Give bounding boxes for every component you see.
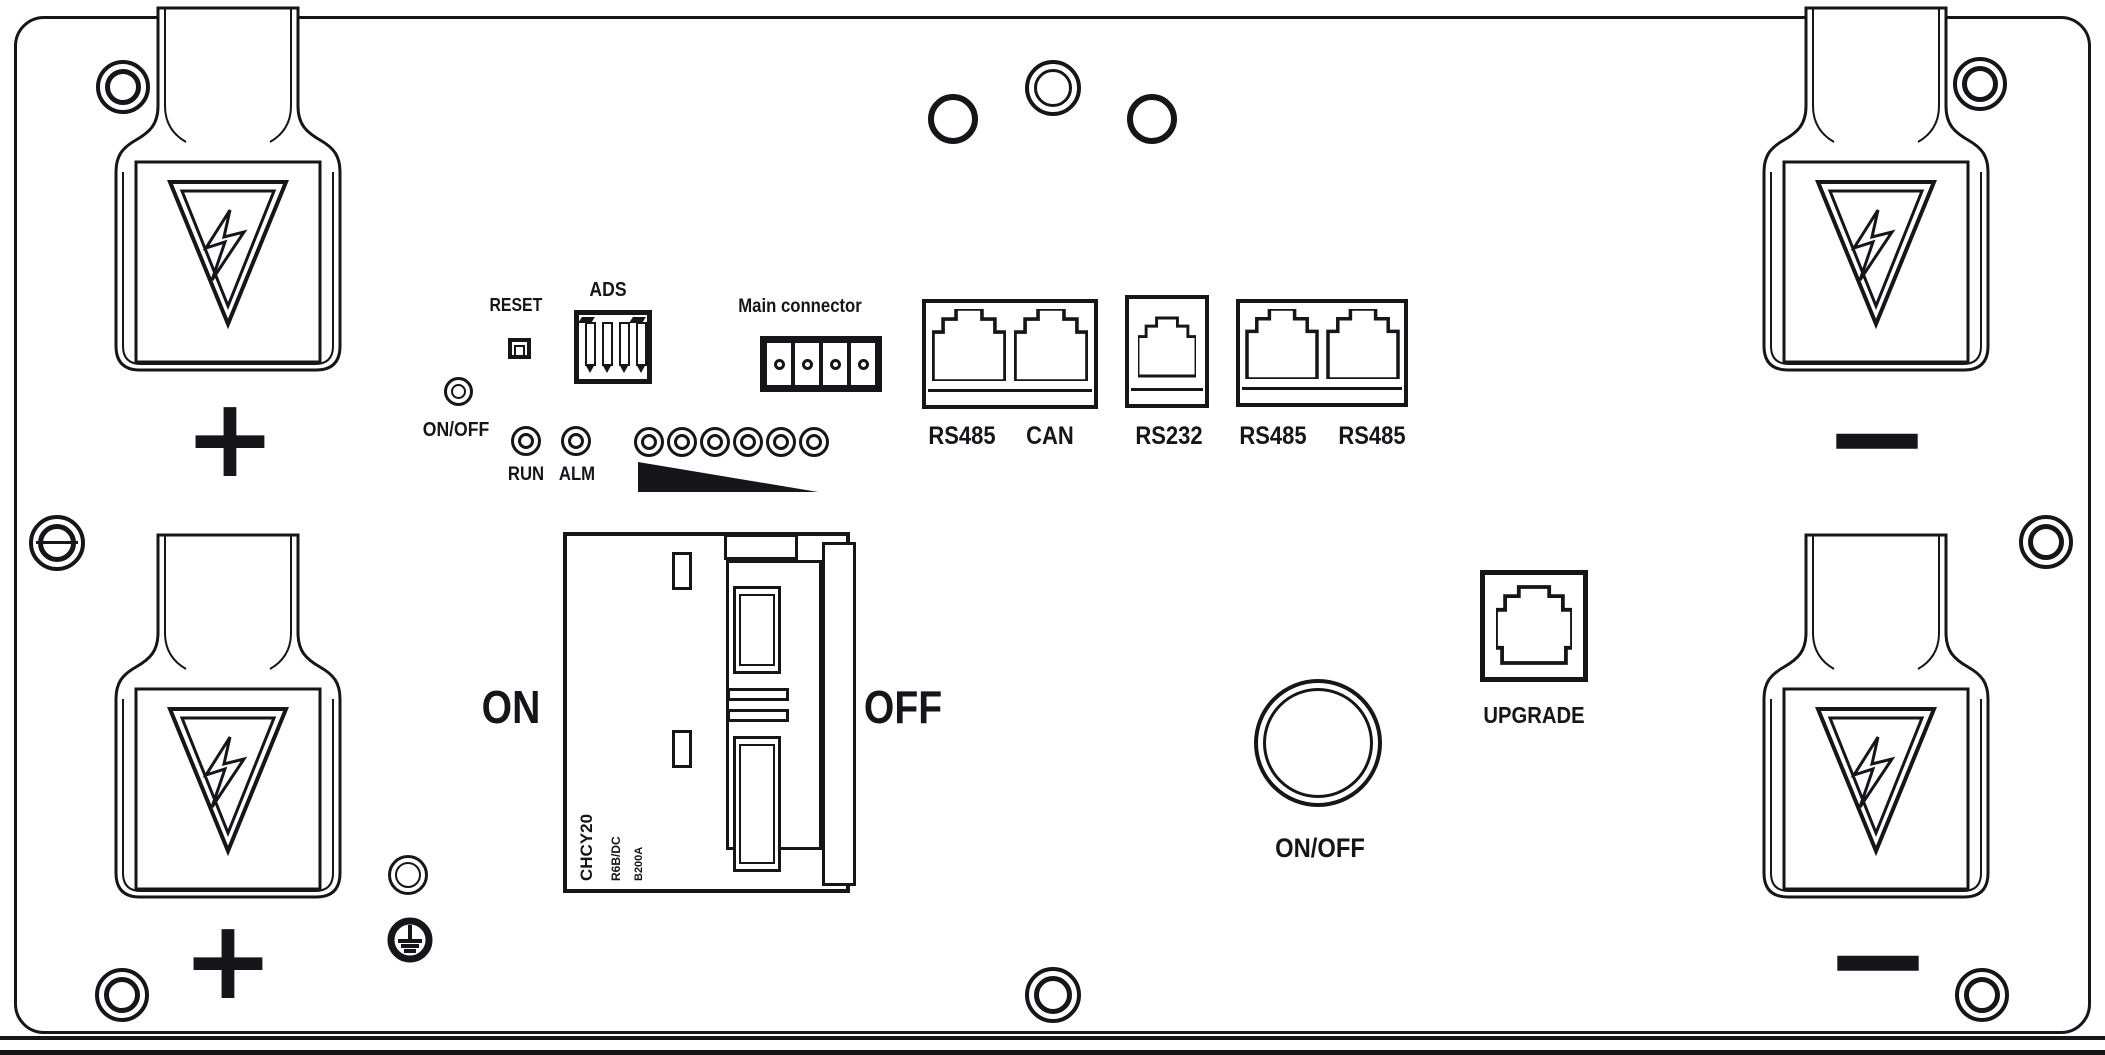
mounting-screw-icon — [95, 968, 149, 1022]
breaker-rating-text: R6B/DC — [609, 836, 623, 881]
high-voltage-warning-icon — [167, 707, 289, 857]
soc-led — [634, 427, 664, 457]
alm-led — [561, 426, 591, 456]
rj45-jack-icon[interactable] — [1014, 309, 1088, 381]
high-voltage-warning-icon — [167, 180, 289, 330]
main-connector-label: Main connector — [738, 296, 862, 317]
mounting-screw-icon — [1955, 968, 2009, 1022]
port-divider — [1131, 388, 1203, 391]
panel-hole-icon — [928, 94, 978, 144]
rj-jack-icon[interactable] — [1496, 583, 1572, 667]
dc-terminal-negative-top[interactable] — [1754, 6, 1998, 378]
dip-lever[interactable] — [585, 322, 596, 373]
dc-terminal-positive-bottom[interactable] — [106, 533, 350, 905]
rj45-port-group-rs485-rs485[interactable] — [1236, 299, 1408, 407]
ads-label: ADS — [589, 279, 627, 301]
port-divider — [928, 389, 1092, 392]
dc-terminal-negative-bottom[interactable] — [1754, 533, 1998, 905]
terminal-cell[interactable] — [767, 343, 791, 385]
breaker-mech — [724, 534, 798, 560]
rj-jack-icon[interactable] — [1138, 309, 1196, 385]
rj-port-rs232[interactable] — [1125, 295, 1209, 408]
rj45-jack-icon[interactable] — [932, 309, 1006, 381]
terminal-cell[interactable] — [851, 343, 875, 385]
alm-label: ALM — [558, 464, 596, 485]
panel-hole-icon — [1127, 94, 1177, 144]
onoff-pinhole-switch[interactable] — [444, 377, 473, 406]
breaker-toggle[interactable] — [727, 688, 789, 701]
dc-terminal-positive-top[interactable] — [106, 6, 350, 378]
soc-led — [799, 427, 829, 457]
upgrade-label: UPGRADE — [1483, 702, 1585, 728]
soc-led — [733, 427, 763, 457]
breaker-toggle[interactable] — [727, 709, 789, 722]
terminal-cell[interactable] — [823, 343, 847, 385]
breaker-mech — [739, 744, 775, 864]
mounting-screw-icon — [29, 515, 85, 571]
port-label-rs232: RS232 — [1135, 422, 1203, 450]
polarity-negative-symbol: − — [1822, 361, 1932, 513]
high-voltage-warning-icon — [1815, 180, 1937, 330]
reset-label: RESET — [489, 295, 543, 315]
mounting-screw-icon — [2019, 515, 2073, 569]
reset-button[interactable] — [508, 338, 531, 359]
port-divider — [1242, 387, 1402, 390]
ads-dip-switch[interactable] — [574, 310, 652, 384]
bottom-edge-band — [0, 1036, 2105, 1055]
onoff-power-button[interactable] — [1254, 679, 1382, 807]
panel-outline — [14, 16, 2091, 1034]
port-label-rs485: RS485 — [928, 422, 996, 450]
soc-led — [667, 427, 697, 457]
upgrade-port[interactable] — [1480, 570, 1588, 682]
protective-earth-icon — [387, 917, 433, 963]
terminal-cell[interactable] — [795, 343, 819, 385]
breaker-mech — [822, 542, 856, 886]
soc-led — [700, 427, 730, 457]
dip-lever[interactable] — [636, 322, 647, 373]
breaker-model-text: CHCY20 — [577, 813, 596, 881]
dip-lever[interactable] — [602, 322, 613, 373]
rj45-jack-icon[interactable] — [1326, 309, 1400, 379]
dip-lever[interactable] — [619, 322, 630, 373]
port-label-rs485: RS485 — [1239, 422, 1307, 450]
polarity-negative-symbol: − — [1823, 883, 1933, 1035]
main-connector-terminal-block[interactable] — [760, 336, 882, 392]
mounting-screw-icon — [1025, 967, 1081, 1023]
breaker-slot — [672, 730, 692, 768]
port-label-rs485: RS485 — [1338, 422, 1406, 450]
rj45-port-group-rs485-can[interactable] — [922, 299, 1098, 409]
panel-hole-icon — [388, 855, 428, 895]
port-label-can: CAN — [1026, 422, 1074, 450]
capacity-wedge-icon — [638, 462, 818, 492]
breaker-slot — [672, 552, 692, 590]
mounting-screw-icon — [96, 60, 150, 114]
polarity-positive-symbol: + — [181, 896, 275, 1024]
high-voltage-warning-icon — [1815, 707, 1937, 857]
breaker-off-label: OFF — [863, 681, 943, 733]
mounting-screw-icon — [1953, 57, 2007, 111]
rj45-jack-icon[interactable] — [1245, 309, 1319, 379]
breaker-rating-text: B200A — [633, 846, 645, 881]
polarity-positive-symbol: + — [183, 374, 277, 502]
breaker-on-label: ON — [481, 681, 541, 733]
onoff-pinhole-label: ON/OFF — [422, 419, 490, 441]
soc-led — [766, 427, 796, 457]
run-label: RUN — [507, 464, 545, 485]
mounting-screw-icon — [1025, 60, 1081, 116]
run-led — [511, 426, 541, 456]
onoff-button-label: ON/OFF — [1275, 833, 1365, 863]
dc-circuit-breaker[interactable]: CHCY20 R6B/DC B200A — [563, 532, 856, 893]
breaker-mech — [739, 594, 775, 666]
